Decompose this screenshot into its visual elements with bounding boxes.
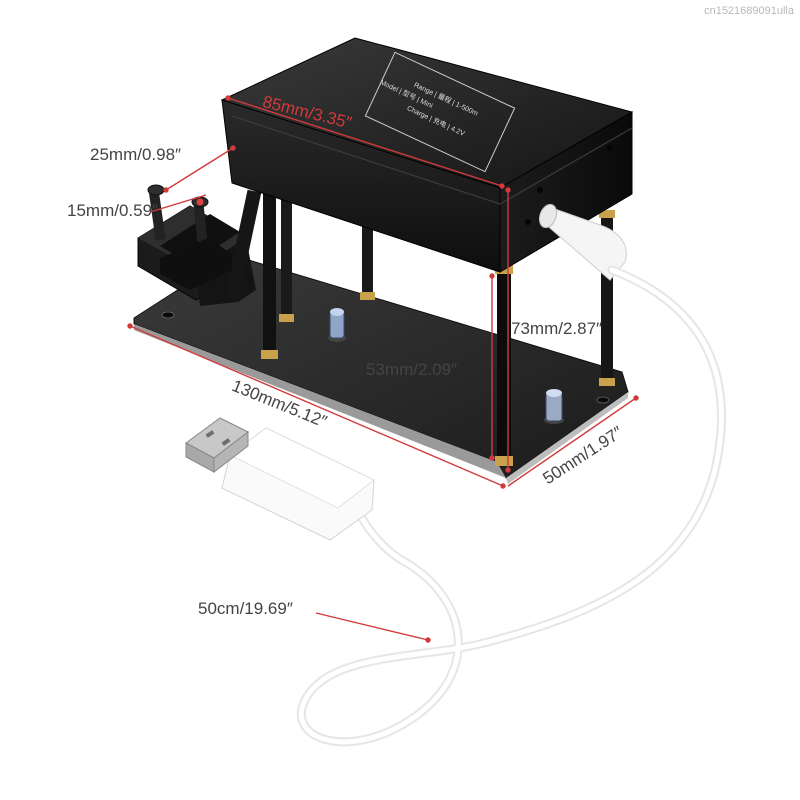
dim-line-base-length [129,325,504,487]
led-sensor-right [544,389,564,424]
pillar-front-right [495,265,513,466]
dim-line-cable [315,612,429,641]
usb-plug [185,417,375,541]
red-screw-cap-icon [196,198,204,206]
device-box: Model | 型号 | Mini Charge | 充电 | 4.2V Ran… [220,37,634,273]
usb-cable [185,203,726,747]
pillar-back-center [360,220,375,300]
dim-label-cable: 50cm/19.69″ [198,599,293,618]
case-screw-hole [537,187,543,193]
mount-hole-right [596,396,610,404]
mount-hole-left [161,311,175,319]
dim-label-depth: 25mm/0.98″ [90,145,182,164]
pillar-back-left [279,196,294,322]
led-sensor-left [328,308,346,342]
dim-line-base-width [507,397,637,487]
dim-line-depth [165,147,234,191]
clamp-mount [137,184,262,306]
dim-line-clamp [149,194,207,213]
case-screw-hole [525,219,531,225]
dim-label-inner: 53mm/2.09″ [366,360,458,379]
watermark: cn1521689091ulla [704,5,794,17]
dim-label-clamp: 15mm/0.59″ [67,201,159,220]
dim-label-pillar: 73mm/2.87″ [511,319,603,338]
case-screw-hole [607,145,613,151]
dim-line-box-length [227,97,503,187]
pillar-front-left [261,183,278,359]
dimension-lines [127,95,639,643]
